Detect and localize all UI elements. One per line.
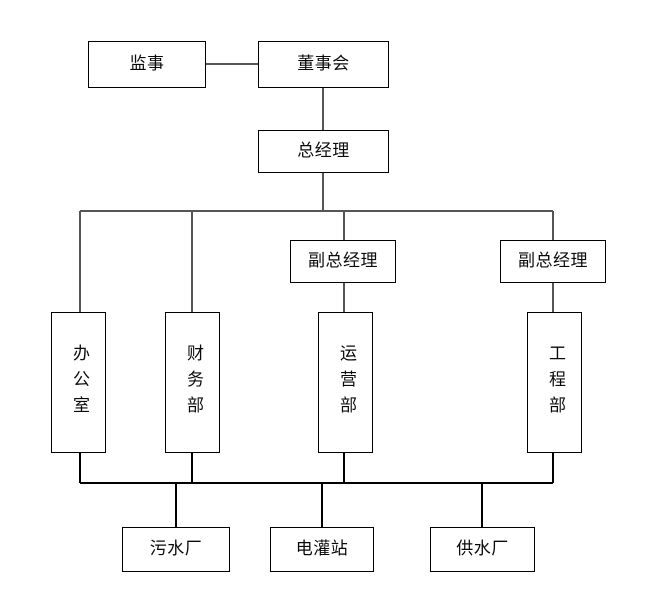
node-general-manager[interactable]: 总经理 <box>258 130 389 173</box>
node-office[interactable]: 办公室 <box>51 312 106 453</box>
node-finance-department[interactable]: 财务部 <box>165 312 220 453</box>
node-supervisor-label: 监事 <box>129 54 165 75</box>
node-general-manager-label: 总经理 <box>297 141 350 162</box>
node-irrigation-station-label: 电灌站 <box>295 539 349 560</box>
node-finance-department-label: 财务部 <box>183 343 203 422</box>
node-engineering-department-label: 工程部 <box>545 343 565 422</box>
node-sewage-plant[interactable]: 污水厂 <box>122 527 230 572</box>
node-board-of-directors-label: 董事会 <box>297 54 350 75</box>
node-sewage-plant-label: 污水厂 <box>149 539 203 560</box>
node-water-supply-plant-label: 供水厂 <box>456 539 509 560</box>
node-engineering-department[interactable]: 工程部 <box>527 312 582 453</box>
node-irrigation-station[interactable]: 电灌站 <box>270 527 374 572</box>
node-operations-department-label: 运营部 <box>336 343 356 422</box>
node-water-supply-plant[interactable]: 供水厂 <box>430 527 535 572</box>
node-deputy-general-manager-2-label: 副总经理 <box>518 251 588 272</box>
node-deputy-general-manager-1-label: 副总经理 <box>308 251 378 272</box>
node-board-of-directors[interactable]: 董事会 <box>258 41 389 88</box>
node-deputy-general-manager-1[interactable]: 副总经理 <box>290 240 396 283</box>
node-office-label: 办公室 <box>69 343 89 422</box>
node-operations-department[interactable]: 运营部 <box>318 312 373 453</box>
node-deputy-general-manager-2[interactable]: 副总经理 <box>500 240 606 283</box>
node-supervisor[interactable]: 监事 <box>88 41 206 88</box>
